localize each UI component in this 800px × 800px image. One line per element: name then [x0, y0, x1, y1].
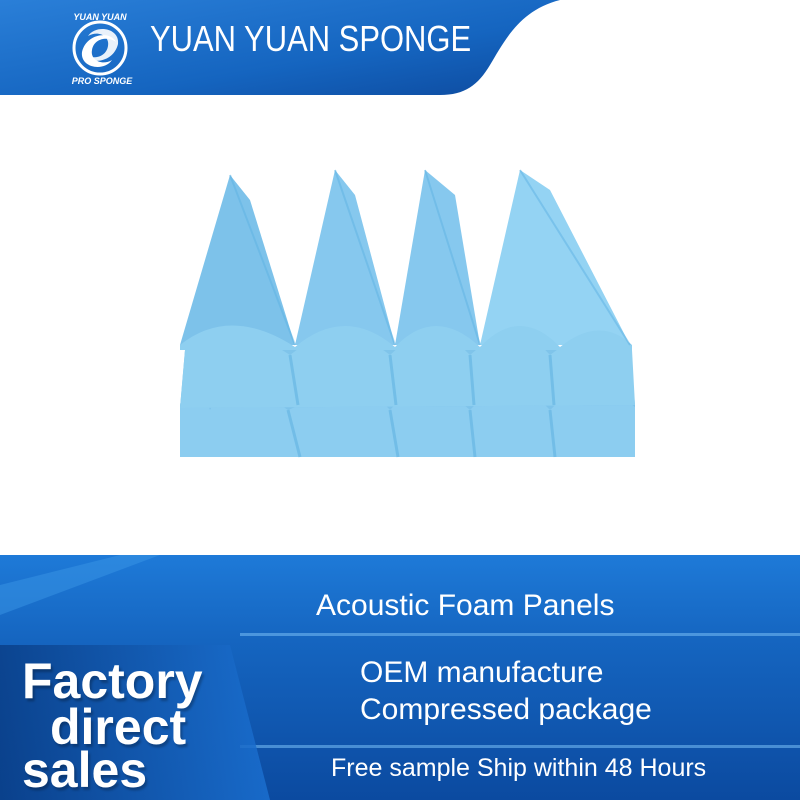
- brand-name: YUAN YUAN SPONGE: [150, 18, 472, 59]
- swirl-logo-icon: YUAN YUAN PRO SPONGE: [72, 12, 134, 86]
- feature-oem: OEM manufacture: [360, 656, 604, 689]
- product-title: Acoustic Foam Panels: [316, 589, 615, 622]
- shipping-note: Free sample Ship within 48 Hours: [331, 754, 707, 782]
- promo-line-sales: sales: [22, 742, 148, 798]
- promo-line-factory: Factory: [22, 653, 203, 709]
- foam-panel-middle: [180, 333, 635, 408]
- logo-bottom-text: PRO SPONGE: [72, 76, 134, 86]
- promo-line-direct: direct: [50, 699, 187, 755]
- foam-panel-top: [180, 169, 632, 350]
- acoustic-foam-panel-stack: [180, 169, 635, 458]
- logo-top-text: YUAN YUAN: [73, 12, 127, 22]
- feature-package: Compressed package: [360, 693, 652, 726]
- bottom-banner: [0, 555, 800, 800]
- header-banner: [0, 0, 560, 95]
